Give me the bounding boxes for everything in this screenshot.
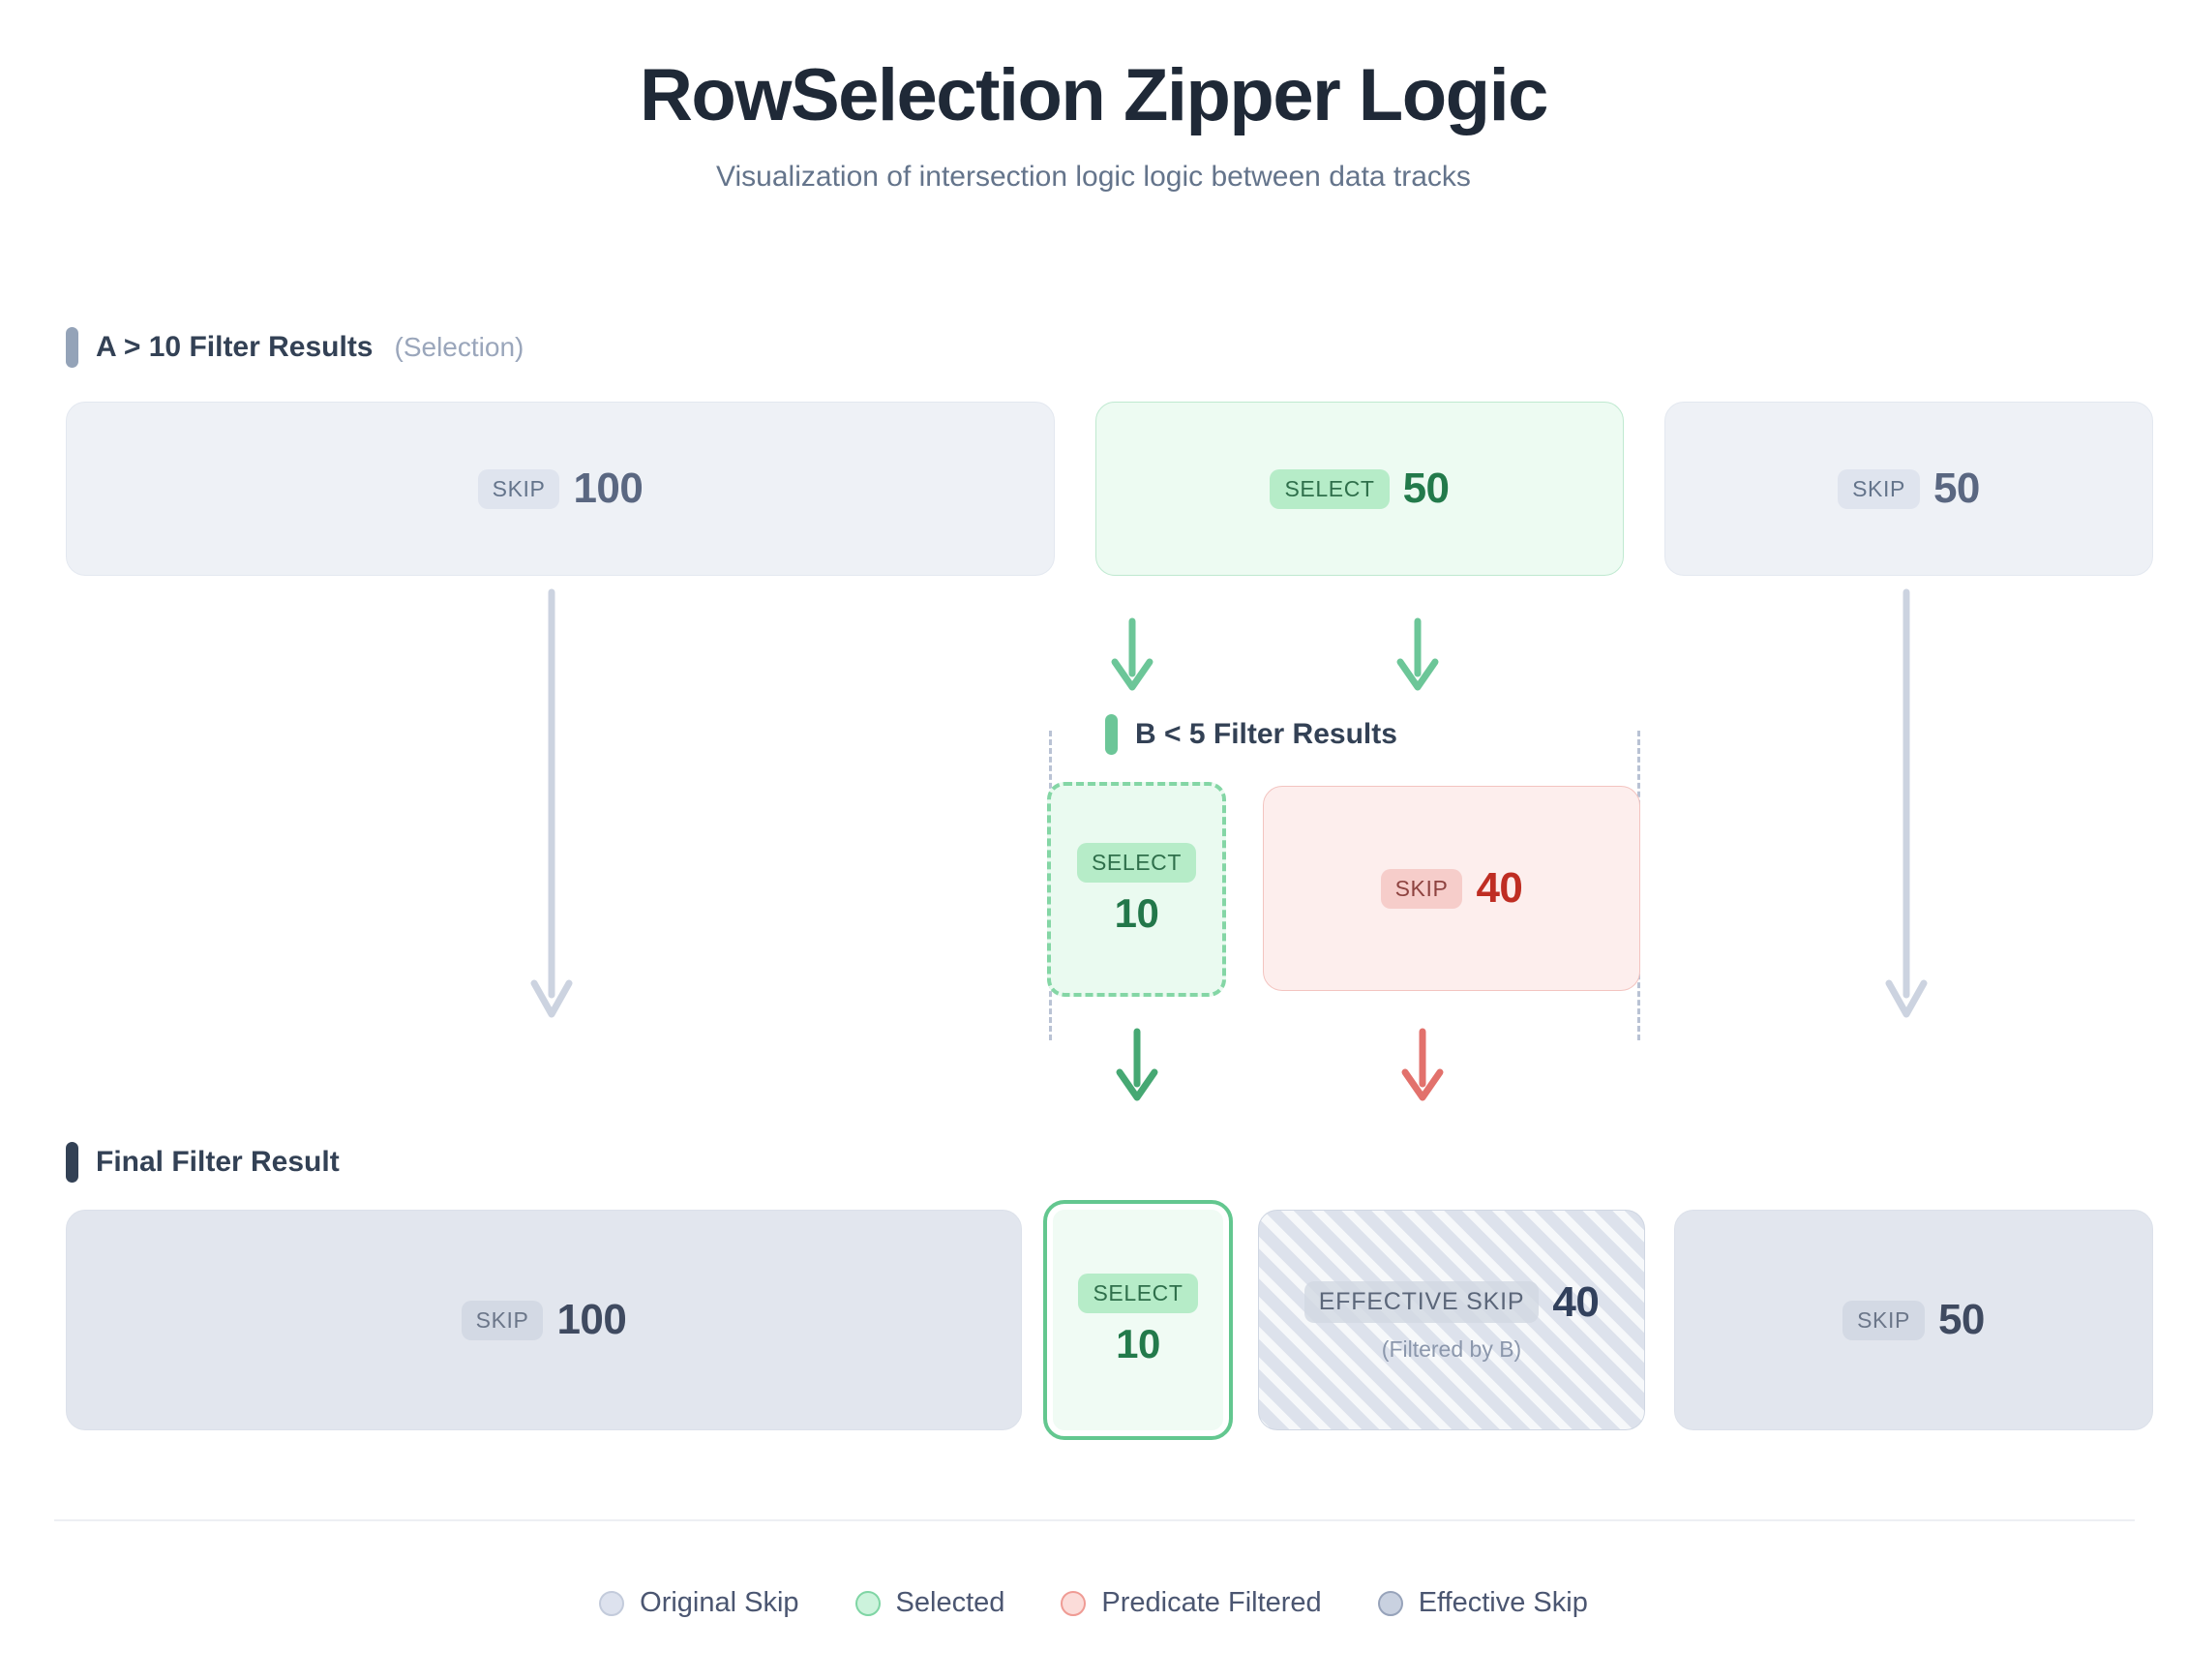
section-marker-icon [66, 1142, 78, 1183]
block-value: 40 [1476, 864, 1523, 912]
legend-item-original-skip: Original Skip [599, 1587, 799, 1619]
block-content: SKIP 100 [477, 465, 644, 513]
block-note: (Filtered by B) [1381, 1335, 1522, 1362]
status-badge: EFFECTIVE SKIP [1303, 1281, 1540, 1323]
block-track-b-select-10[interactable]: SELECT 10 [1047, 782, 1226, 997]
status-badge: SKIP [1838, 468, 1920, 509]
block-value: 50 [1402, 465, 1450, 512]
block-track-b-skip-40[interactable]: SKIP 40 [1263, 786, 1640, 991]
block-content: SKIP 40 [1380, 864, 1523, 913]
status-badge: SKIP [1380, 868, 1463, 909]
block-track-a-skip-100[interactable]: SKIP 100 [66, 402, 1055, 576]
section-marker-icon [1105, 714, 1118, 755]
legend: Original Skip Selected Predicate Filtere… [0, 1587, 2187, 1619]
section-title-final: Final Filter Result [96, 1146, 340, 1178]
block-content: SELECT 10 [1076, 842, 1197, 937]
section-title-track-a: A > 10 Filter Results [96, 331, 374, 363]
header: RowSelection Zipper Logic Visualization … [0, 0, 2187, 194]
block-final-select-10[interactable]: SELECT 10 [1043, 1200, 1233, 1440]
section-marker-icon [66, 327, 78, 368]
legend-label: Predicate Filtered [1101, 1587, 1322, 1618]
legend-divider [54, 1519, 2135, 1521]
legend-item-selected: Selected [854, 1587, 1005, 1619]
section-suffix-track-a: (Selection) [394, 332, 524, 362]
block-final-skip-100[interactable]: SKIP 100 [66, 1210, 1022, 1430]
block-value: 40 [1552, 1277, 1600, 1326]
legend-swatch-icon [854, 1590, 881, 1616]
block-track-a-select-50[interactable]: SELECT 50 [1095, 402, 1624, 576]
legend-item-effective-skip: Effective Skip [1377, 1587, 1588, 1619]
block-content: SKIP 50 [1838, 465, 1980, 513]
status-badge: SKIP [1842, 1300, 1925, 1340]
legend-swatch-icon [599, 1590, 625, 1616]
block-content: SKIP 50 [1842, 1296, 1985, 1344]
flow-arrow-to-b-skip [1396, 617, 1439, 691]
block-value: 50 [1932, 465, 1980, 512]
flow-arrow-left-skip [530, 588, 573, 1018]
section-title-track-b: B < 5 Filter Results [1135, 718, 1397, 750]
flow-arrow-to-b-select [1111, 617, 1153, 691]
block-value: 10 [1114, 889, 1159, 936]
block-content: EFFECTIVE SKIP 40 [1303, 1277, 1600, 1327]
page-subtitle: Visualization of intersection logic logi… [716, 161, 1471, 194]
block-value: 50 [1937, 1296, 1985, 1343]
legend-swatch-icon [1061, 1590, 1087, 1616]
page-title: RowSelection Zipper Logic [640, 54, 1548, 136]
legend-label: Original Skip [640, 1587, 799, 1618]
block-value: 100 [573, 465, 644, 512]
block-content: SKIP 100 [461, 1296, 627, 1344]
flow-arrow-from-b-skip [1401, 1028, 1444, 1101]
block-content: SELECT 10 [1078, 1273, 1198, 1367]
status-badge: SKIP [477, 468, 560, 509]
flow-arrow-right-skip [1885, 588, 1928, 1018]
legend-label: Effective Skip [1418, 1587, 1588, 1618]
block-value: 10 [1116, 1320, 1160, 1366]
block-final-skip-50[interactable]: SKIP 50 [1674, 1210, 2153, 1430]
section-header-final: Final Filter Result [66, 1142, 340, 1183]
legend-item-predicate-filtered: Predicate Filtered [1061, 1587, 1322, 1619]
block-value: 100 [556, 1296, 627, 1343]
status-badge: SELECT [1078, 1273, 1198, 1313]
block-content: SELECT 50 [1270, 465, 1450, 513]
section-header-track-b: B < 5 Filter Results [1105, 714, 1397, 755]
flow-arrow-from-b-select [1116, 1028, 1158, 1101]
block-final-effective-skip-40[interactable]: EFFECTIVE SKIP 40 (Filtered by B) [1258, 1210, 1645, 1430]
legend-swatch-icon [1377, 1590, 1403, 1616]
block-track-a-skip-50[interactable]: SKIP 50 [1664, 402, 2153, 576]
status-badge: SELECT [1270, 468, 1390, 509]
section-header-track-a: A > 10 Filter Results (Selection) [66, 327, 524, 368]
status-badge: SELECT [1076, 842, 1197, 883]
legend-label: Selected [895, 1587, 1005, 1618]
status-badge: SKIP [461, 1300, 544, 1340]
